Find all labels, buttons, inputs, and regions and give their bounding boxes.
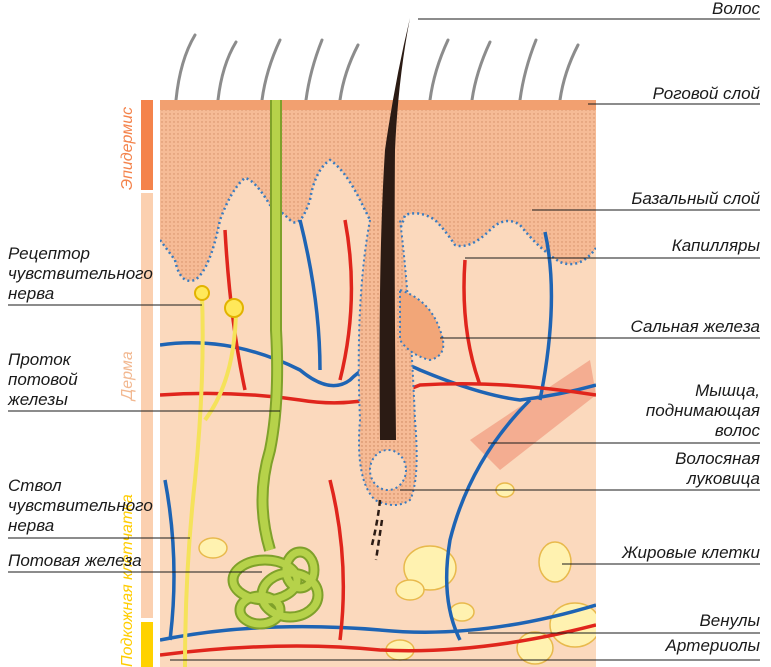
label-nerve-trunk: Ствол чувствительного нерва	[8, 476, 190, 539]
layer-label-dermis: Дерма	[119, 351, 136, 402]
svg-text:Венулы: Венулы	[699, 611, 760, 630]
svg-text:луковица: луковица	[686, 469, 760, 488]
hypodermis-bar	[141, 622, 153, 667]
nerve-receptor	[194, 285, 210, 301]
hair-bulb	[369, 449, 407, 491]
stratum-corneum	[160, 100, 596, 110]
label-arrector-muscle: Мышца, поднимающая волос	[488, 381, 761, 444]
surface-hairs	[174, 33, 580, 102]
label-hair-bulb: Волосяная луковица	[400, 449, 760, 491]
svg-text:нерва: нерва	[8, 284, 54, 303]
svg-text:Роговой слой: Роговой слой	[653, 84, 761, 103]
label-arterioles: Артериолы	[170, 636, 761, 661]
svg-text:Рецептор: Рецептор	[8, 244, 90, 263]
label-venules: Венулы	[468, 611, 760, 634]
label-sebaceous-gland: Сальная железа	[440, 317, 760, 339]
layer-label-hypodermis: Подкожная клетчатка	[119, 494, 136, 667]
svg-text:чувствительного: чувствительного	[8, 496, 153, 515]
epidermis-bar	[141, 100, 153, 190]
label-fat-cells: Жировые клетки	[562, 543, 761, 565]
label-basal-layer: Базальный слой	[532, 189, 761, 211]
layer-label-epidermis: Эпидермис	[119, 107, 136, 190]
label-sweat-gland: Потовая железа	[8, 551, 262, 573]
svg-text:чувствительного: чувствительного	[8, 264, 153, 283]
svg-text:Сальная железа: Сальная железа	[631, 317, 760, 336]
svg-text:Волосяная: Волосяная	[675, 449, 760, 468]
sweat-gland	[227, 100, 324, 630]
svg-text:железы: железы	[7, 390, 68, 409]
svg-text:волос: волос	[715, 421, 761, 440]
label-capillaries: Капилляры	[465, 236, 761, 259]
svg-text:Артериолы: Артериолы	[665, 636, 761, 655]
svg-text:Ствол: Ствол	[8, 476, 62, 495]
svg-text:Проток: Проток	[8, 350, 72, 369]
svg-text:Капилляры: Капилляры	[672, 236, 761, 255]
svg-text:Жировые клетки: Жировые клетки	[621, 543, 761, 562]
hair-shaft	[379, 18, 410, 440]
label-stratum-corneum: Роговой слой	[588, 84, 761, 105]
svg-text:Базальный слой: Базальный слой	[631, 189, 760, 208]
dermis-bar	[141, 193, 153, 618]
label-hair: Волос	[418, 0, 760, 20]
svg-text:нерва: нерва	[8, 516, 54, 535]
label-nerve-receptor: Рецептор чувствительного нерва	[8, 244, 202, 306]
svg-text:Мышца,: Мышца,	[695, 381, 760, 400]
label-sweat-duct: Проток потовой железы	[7, 350, 280, 412]
svg-text:Волос: Волос	[712, 0, 760, 18]
svg-text:потовой: потовой	[8, 370, 78, 389]
sebaceous-gland	[399, 288, 445, 362]
basal-layer-line	[160, 158, 596, 283]
svg-text:поднимающая: поднимающая	[646, 401, 760, 420]
svg-text:Потовая железа: Потовая железа	[8, 551, 142, 570]
